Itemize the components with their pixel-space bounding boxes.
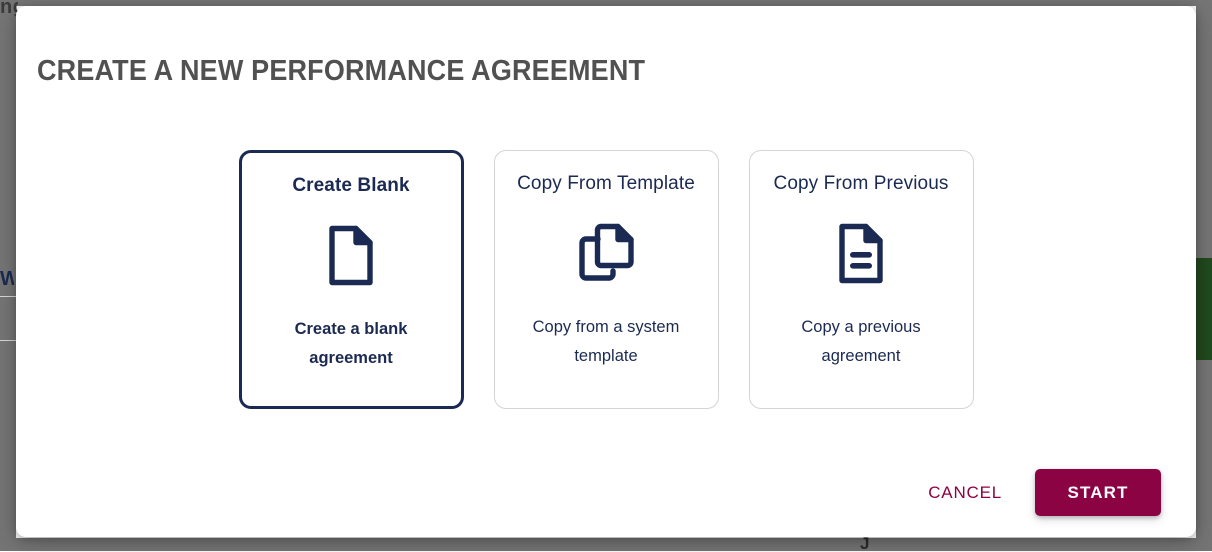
option-title: Copy From Template: [517, 173, 695, 195]
option-title: Create Blank: [292, 175, 409, 197]
document-with-lines-icon: [837, 219, 885, 287]
option-card-copy-from-previous[interactable]: Copy From Previous Copy a previous agree…: [749, 150, 974, 409]
creation-options-group: Create Blank Create a blank agreement Co…: [16, 150, 1196, 409]
backdrop-divider: [0, 296, 16, 297]
option-description: Create a blank agreement: [266, 315, 436, 373]
copy-document-icon: [578, 219, 635, 287]
cancel-button[interactable]: CANCEL: [910, 471, 1020, 515]
start-button[interactable]: START: [1035, 469, 1161, 516]
backdrop-divider: [0, 340, 16, 341]
create-agreement-dialog: CREATE A NEW PERFORMANCE AGREEMENT Creat…: [16, 6, 1196, 537]
backdrop-overlay-bottom: [0, 538, 1212, 551]
blank-document-icon: [327, 221, 375, 289]
option-card-create-blank[interactable]: Create Blank Create a blank agreement: [239, 150, 464, 409]
dialog-actions: CANCEL START: [910, 469, 1161, 516]
backdrop-partial-text: W: [0, 268, 14, 294]
option-description: Copy a previous agreement: [776, 313, 946, 371]
option-card-copy-from-template[interactable]: Copy From Template Copy from a system te…: [494, 150, 719, 409]
option-title: Copy From Previous: [774, 173, 949, 195]
backdrop-green-element: [1196, 258, 1212, 360]
option-description: Copy from a system template: [521, 313, 691, 371]
page-title: CREATE A NEW PERFORMANCE AGREEMENT: [37, 54, 645, 88]
